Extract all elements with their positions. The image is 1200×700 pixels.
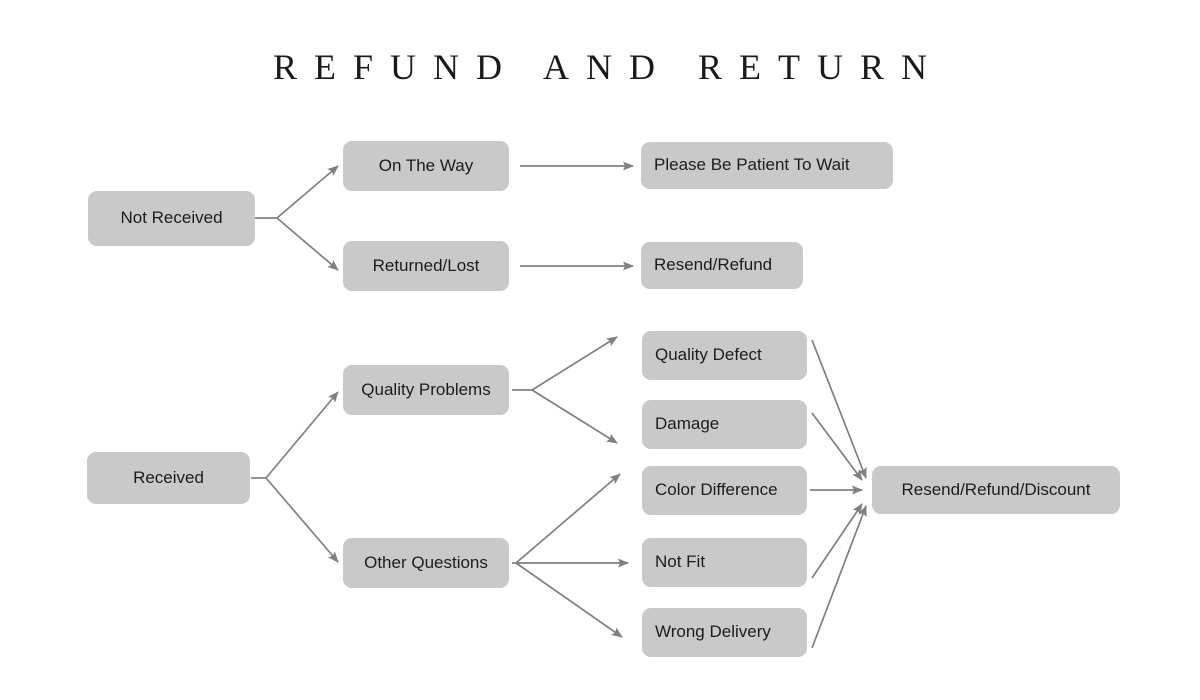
edge-received-quality-problems xyxy=(265,391,339,479)
node-resend-refund[interactable]: Resend/Refund xyxy=(641,242,803,289)
edge-quality-defect-final xyxy=(811,339,867,479)
node-damage[interactable]: Damage xyxy=(642,400,807,449)
edge-received-other-questions xyxy=(265,477,339,563)
edge-quality-problems-quality-defect xyxy=(531,336,618,391)
edge-wrong-delivery-final xyxy=(811,505,867,649)
node-label: Other Questions xyxy=(364,552,488,572)
edge-not-received-on-the-way xyxy=(276,165,339,219)
node-label: Damage xyxy=(655,414,720,434)
page-title: REFUND AND RETURN xyxy=(272,47,945,87)
node-label: Resend/Refund/Discount xyxy=(901,479,1091,499)
edge-damage-final xyxy=(811,412,863,481)
edge-quality-problems-damage xyxy=(531,389,618,444)
node-quality-defect[interactable]: Quality Defect xyxy=(642,331,807,380)
edge-not-received-returned-lost xyxy=(276,217,339,271)
node-please-be-patient-to-wait[interactable]: Please Be Patient To Wait xyxy=(641,142,893,189)
node-label: Resend/Refund xyxy=(654,255,773,275)
node-on-the-way[interactable]: On The Way xyxy=(343,141,509,191)
node-quality-problems[interactable]: Quality Problems xyxy=(343,365,509,415)
node-label: Not Received xyxy=(120,208,223,228)
node-wrong-delivery[interactable]: Wrong Delivery xyxy=(642,608,807,657)
node-label: Received xyxy=(133,467,204,487)
edge-other-questions-color-difference xyxy=(515,473,621,564)
node-not-fit[interactable]: Not Fit xyxy=(642,538,807,587)
edge-other-questions-wrong-delivery xyxy=(515,562,623,638)
node-label: On The Way xyxy=(378,155,474,175)
edge-not-fit-final xyxy=(811,503,863,579)
node-other-questions[interactable]: Other Questions xyxy=(343,538,509,588)
node-returned-lost[interactable]: Returned/Lost xyxy=(343,241,509,291)
node-label: Wrong Delivery xyxy=(655,622,771,642)
node-label: Not Fit xyxy=(655,552,706,572)
node-label: Quality Defect xyxy=(655,345,762,365)
node-label: Color Difference xyxy=(655,480,778,500)
node-label: Quality Problems xyxy=(361,379,491,399)
node-resend-refund-discount[interactable]: Resend/Refund/Discount xyxy=(872,466,1120,514)
node-label: Please Be Patient To Wait xyxy=(654,155,850,175)
node-label: Returned/Lost xyxy=(372,255,480,275)
node-not-received[interactable]: Not Received xyxy=(88,191,255,246)
node-color-difference[interactable]: Color Difference xyxy=(642,466,807,515)
node-received[interactable]: Received xyxy=(87,452,250,504)
